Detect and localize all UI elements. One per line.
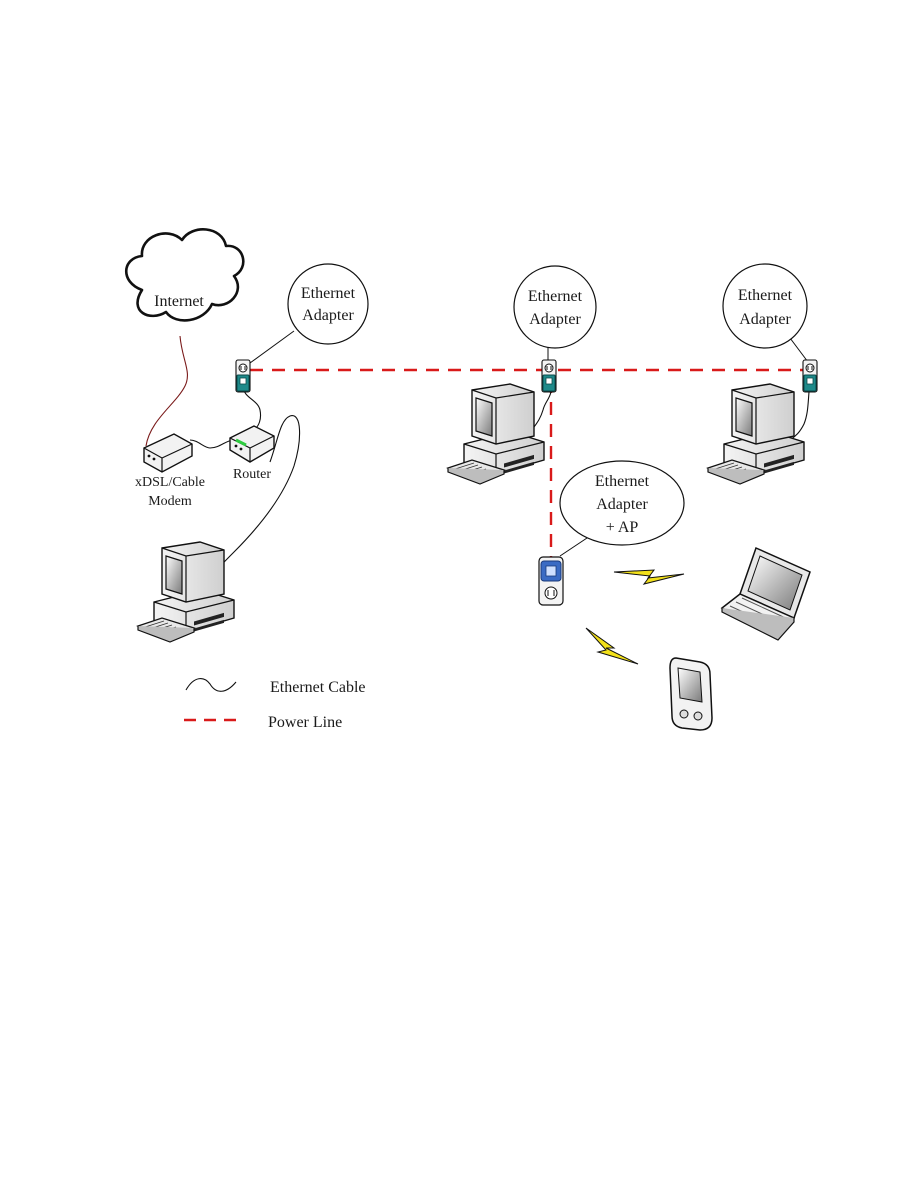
desktop-pc-1-icon bbox=[137, 541, 235, 643]
bubble-3-line1: Ethernet bbox=[738, 287, 793, 304]
powerline-adapter-3-icon bbox=[802, 359, 818, 393]
desktop-pc-3-icon bbox=[707, 383, 805, 485]
modem-label-line2: Modem bbox=[148, 494, 192, 509]
router-icon bbox=[229, 425, 275, 463]
wireless-signal-pda-icon bbox=[585, 627, 639, 665]
bubble-ethernet-adapter-ap: Ethernet Adapter + AP bbox=[559, 460, 685, 557]
bubble-ethernet-adapter-1: Ethernet Adapter bbox=[249, 263, 369, 364]
modem-label-line1: xDSL/Cable bbox=[135, 475, 205, 490]
bubble-2-line1: Ethernet bbox=[528, 288, 583, 305]
legend: Ethernet Cable Power Line bbox=[184, 678, 366, 731]
ethernet-cables bbox=[145, 335, 810, 579]
pda-icon bbox=[669, 657, 713, 731]
legend-ethernet-cable-swatch bbox=[185, 678, 237, 692]
desktop-pc-2-icon bbox=[447, 383, 545, 485]
laptop-icon bbox=[720, 546, 811, 641]
bubble-1-line1: Ethernet bbox=[301, 285, 356, 302]
legend-ethernet-cable-label: Ethernet Cable bbox=[270, 679, 366, 696]
bubble-2-line2: Adapter bbox=[529, 311, 581, 328]
bubble-ap-line3: + AP bbox=[606, 519, 639, 536]
bubble-ap-line1: Ethernet bbox=[595, 473, 650, 490]
bubble-ap-line2: Adapter bbox=[596, 496, 648, 513]
powerline-ap-adapter-icon bbox=[538, 556, 564, 606]
powerline-adapter-2-icon bbox=[541, 359, 557, 393]
bubble-ethernet-adapter-3: Ethernet Adapter bbox=[722, 263, 809, 363]
wireless-signal-laptop-icon bbox=[613, 569, 685, 585]
bubble-1-line2: Adapter bbox=[302, 307, 354, 324]
bubble-3-line2: Adapter bbox=[739, 311, 791, 328]
modem-icon bbox=[143, 433, 193, 473]
internet-label: Internet bbox=[154, 293, 204, 310]
bubble-ethernet-adapter-2: Ethernet Adapter bbox=[513, 265, 597, 362]
internet-cloud: Internet bbox=[125, 228, 245, 322]
power-line bbox=[250, 368, 810, 560]
router-label: Router bbox=[233, 467, 271, 482]
legend-power-line-label: Power Line bbox=[268, 714, 342, 731]
powerline-adapter-1-icon bbox=[235, 359, 251, 393]
